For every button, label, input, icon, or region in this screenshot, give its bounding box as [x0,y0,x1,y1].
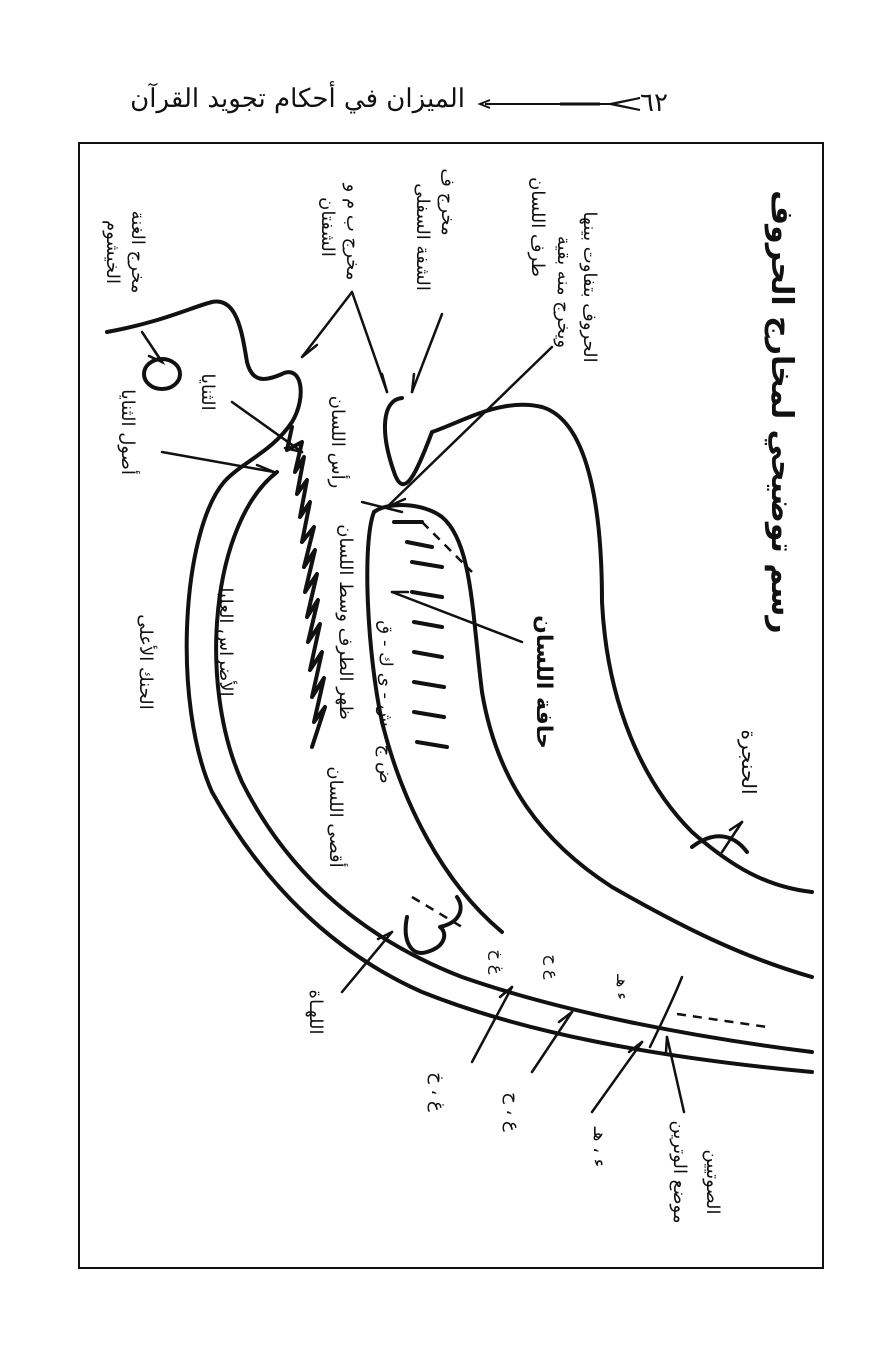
lower-lip-jaw [383,396,814,894]
label-throat-mid: ع ، ح [502,1092,523,1132]
label-incisor-roots: أصول الثنايا [117,389,140,475]
vocal-line [648,975,684,1049]
label-marks-top: غ خ [487,950,507,975]
page-number: ٦٢ [640,88,668,118]
diagram-title: رسم توضيحي لمخارج الحروف [764,190,799,633]
label-ghunna-outlet: مخرج الغنة [127,211,148,294]
tongue-tip-dash [421,521,473,573]
pointer-arrows [140,290,744,1114]
uvula [403,895,463,955]
page-header: ٦٢ الميزان في أحكام تجويد القرآن [0,80,885,140]
palate-inner-line [214,470,814,1054]
upper-contour [105,299,814,1074]
label-lips: الشفتان [317,197,338,257]
label-throat-bottom: ء ، هـ [589,1126,610,1167]
label-tongue-head: رأس اللسان [327,396,350,489]
label-lips-letters: مخرج ب م و [342,183,363,281]
label-uvula: اللهـاة [305,990,326,1035]
label-throat-top: غ ، خ [427,1072,448,1112]
label-khayshum: الخيشوم [102,220,123,284]
label-hard-palate: الحنك الأعلى [135,614,157,709]
larynx-bump [690,834,749,854]
label-vocal-cords-1: موضع الوترين [669,1121,690,1224]
label-lower-lip-letter: مخرج ف [437,168,458,235]
label-tongue-back: أقصى اللسان [325,766,348,867]
label-incisors: الثنايا [197,373,218,410]
label-upper-molars: الأضراس العليا [215,587,237,696]
label-tongue-tip-1: طرف اللسان [527,177,548,277]
label-marks-mid: ع ح [542,955,562,980]
label-tongue-edge: حافة اللسان [531,615,556,749]
diagram-frame: رسم توضيحي لمخارج الحروف الخيشوم مخرج ال… [78,142,824,1269]
label-tongue-letters: ض ج - ش - ى ك - ق [375,620,396,784]
pharynx-dash-bottom [676,1012,768,1029]
label-tongue-tip-3: الحروف بتفاوت بينها [579,211,600,362]
label-marks-bottom: ء هـ [613,973,632,1000]
upper-teeth [285,425,327,749]
articulation-diagram: رسم توضيحي لمخارج الحروف الخيشوم مخرج ال… [102,168,814,1224]
ornament-arrow-icon [477,97,641,111]
tongue-outline [372,503,814,979]
label-larynx: الحنجرة [737,729,761,794]
label-tongue-tip-2: ويخرج منه بقية [553,236,574,348]
label-tip-mid-back: ظهر الطرف وسط اللسان [335,524,356,720]
nasal-circle [142,357,182,391]
lower-teeth [392,520,449,749]
label-lower-lip: الشفة السفلى [412,183,433,291]
tongue-underside [365,510,504,934]
label-vocal-cords-2: الصوتيين [702,1150,723,1215]
book-title: الميزان في أحكام تجويد القرآن [130,84,465,114]
pharynx-dash-top [411,895,463,929]
